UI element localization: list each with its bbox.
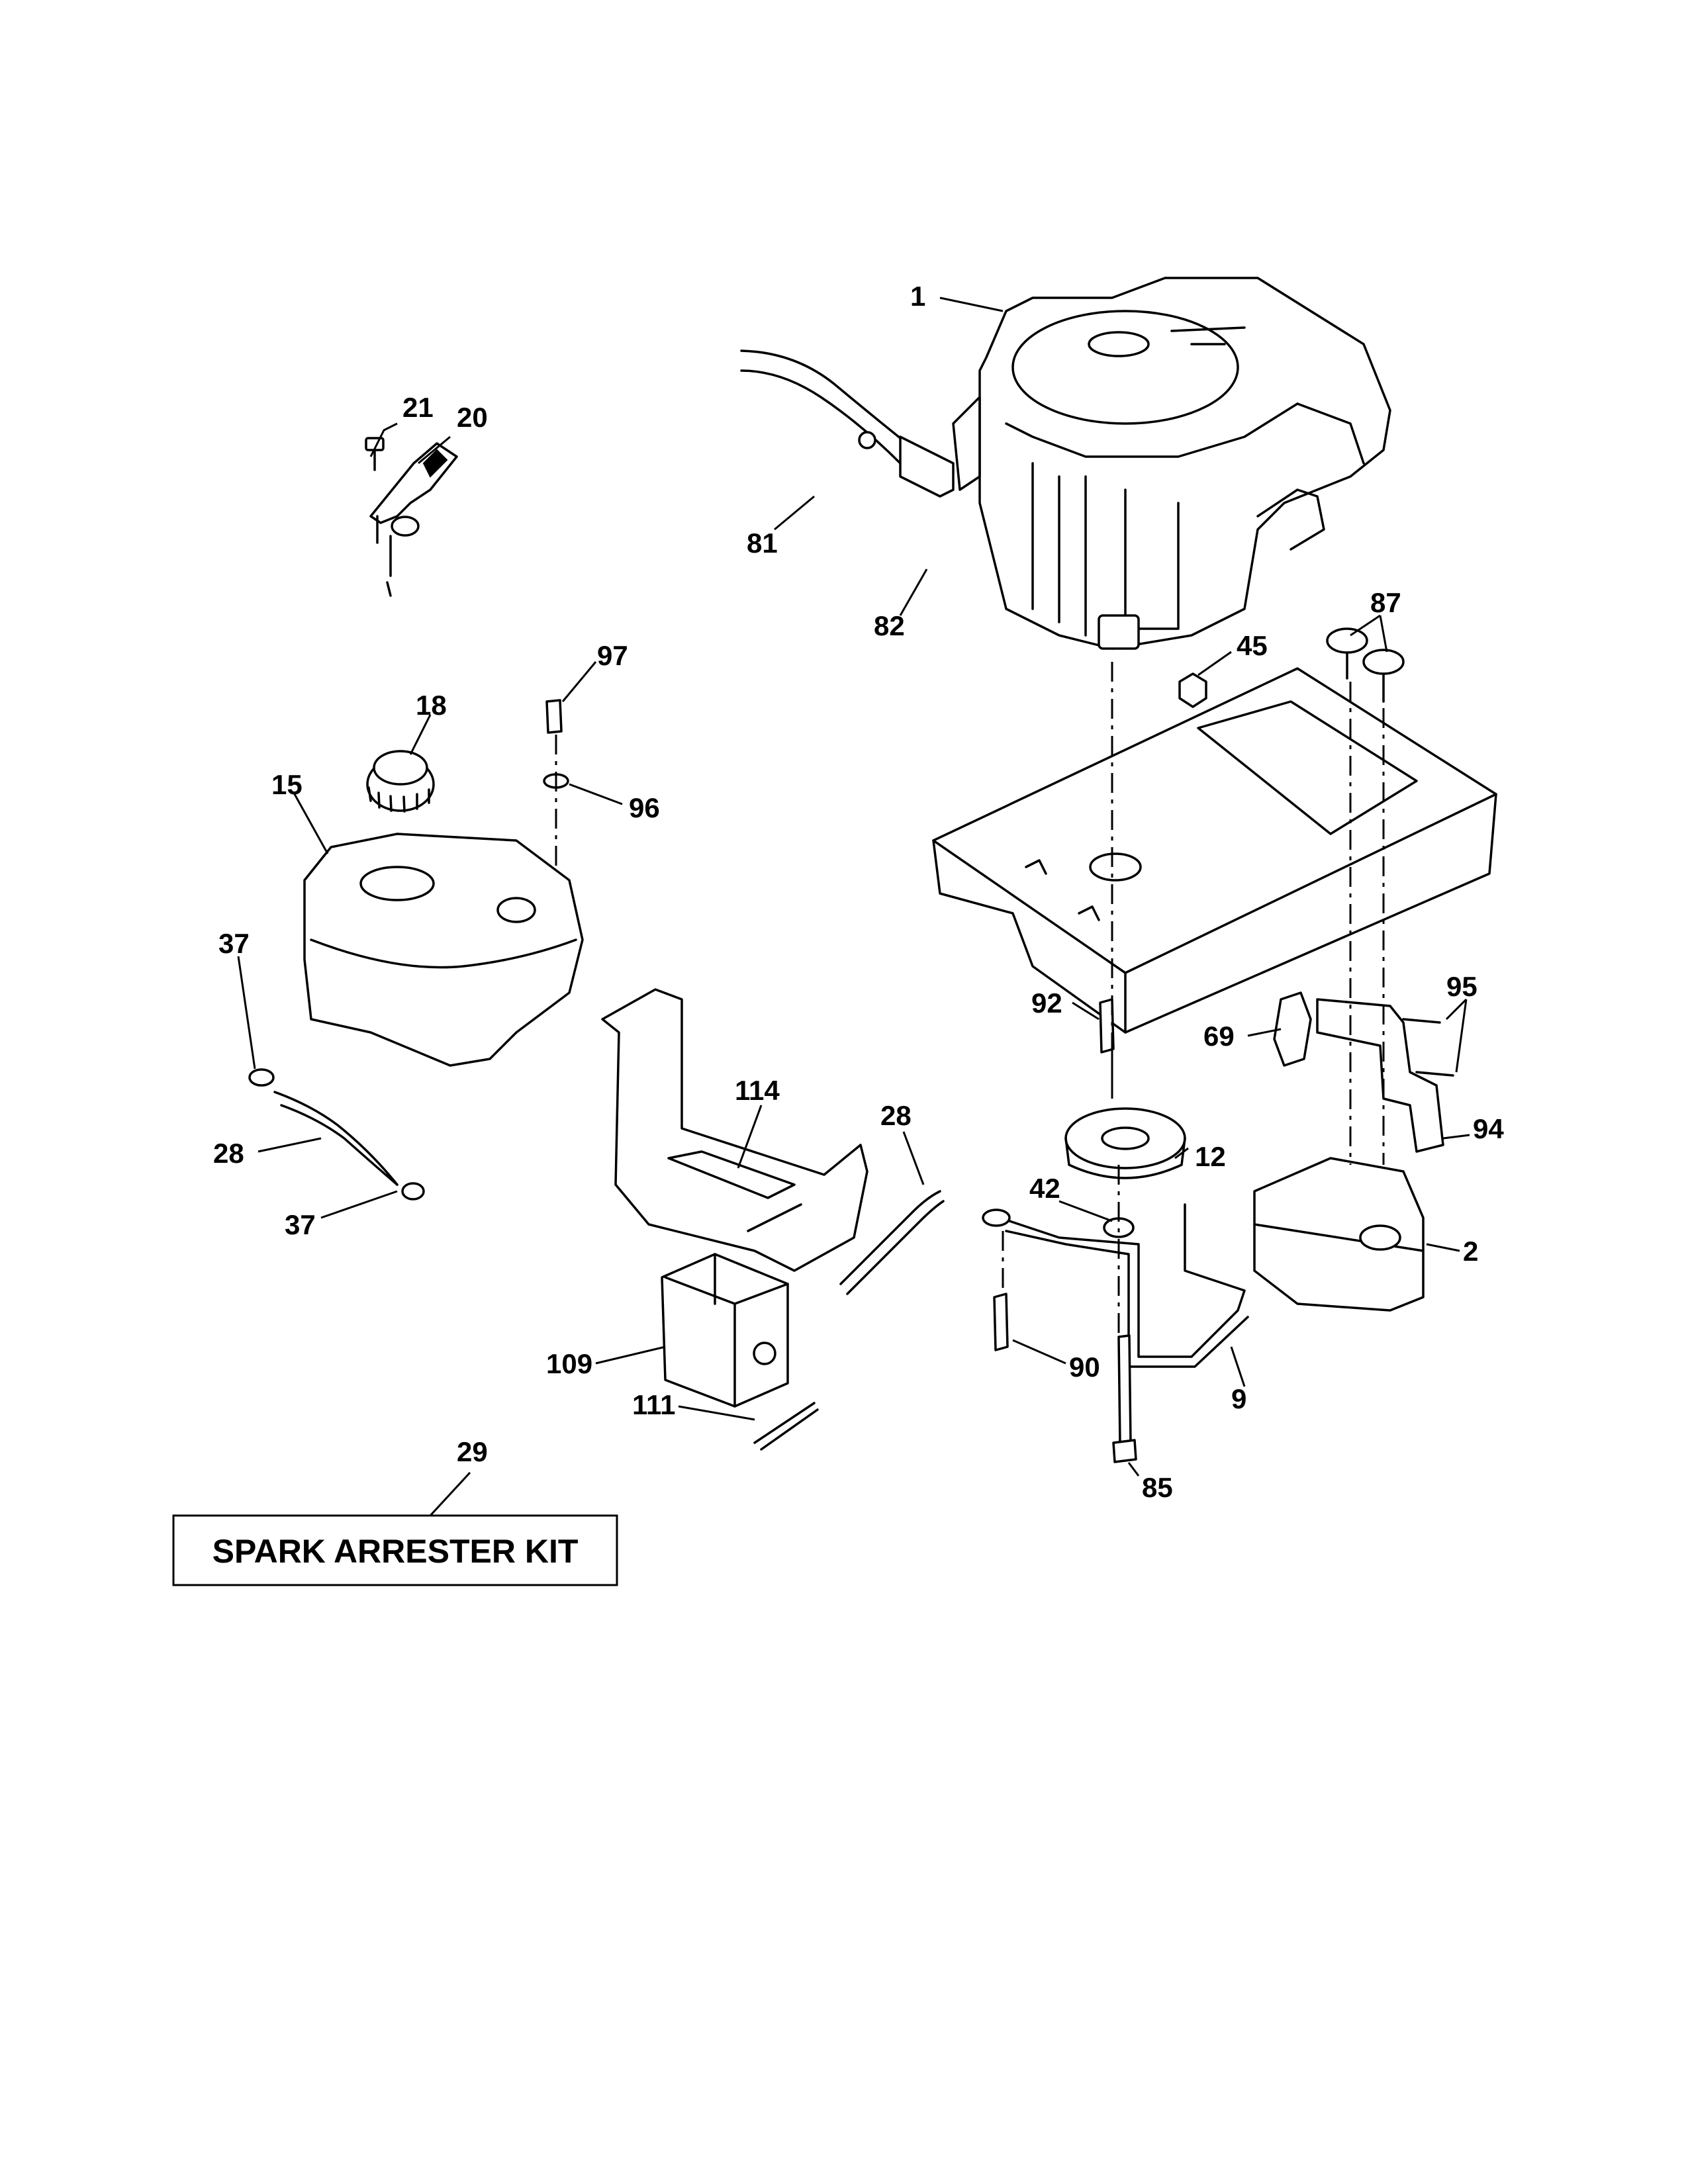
chassis-plate-part <box>932 667 1497 1034</box>
callout-12: 12 <box>1195 1141 1226 1172</box>
fuel-filter-part <box>899 435 955 498</box>
throttle-control-part <box>365 437 458 597</box>
fuel-line-part <box>273 1091 399 1186</box>
callout-87: 87 <box>1370 587 1401 618</box>
vent-hose-part <box>753 1402 819 1451</box>
callout-1: 1 <box>910 281 925 312</box>
callout-109: 109 <box>546 1348 592 1379</box>
callout-45: 45 <box>1237 630 1268 661</box>
callout-21: 21 <box>402 392 434 423</box>
hose-clamp-part <box>401 1182 425 1201</box>
fuel-line-part <box>839 1190 941 1285</box>
callout-114: 114 <box>735 1075 780 1106</box>
exhaust-bolt-part <box>1402 1018 1454 1077</box>
leader-lines <box>237 296 1470 1517</box>
pulley-part <box>1064 1107 1186 1179</box>
callout-82: 82 <box>874 610 905 641</box>
engine-part <box>952 277 1391 650</box>
callout-94: 94 <box>1473 1113 1504 1144</box>
fuel-tank-part <box>303 833 584 1067</box>
hose-clamp-part <box>248 1068 275 1087</box>
callout-92: 92 <box>1031 987 1062 1019</box>
callout-37-top: 37 <box>218 928 250 959</box>
callout-28-left: 28 <box>213 1138 244 1169</box>
spark-arrester-kit-box <box>172 1514 618 1586</box>
callout-9: 9 <box>1231 1383 1246 1414</box>
callout-15: 15 <box>271 769 303 800</box>
callout-42: 42 <box>1029 1173 1060 1204</box>
callout-18: 18 <box>416 690 447 721</box>
fuel-cap-part <box>366 750 435 813</box>
callout-97: 97 <box>597 640 628 671</box>
callout-2: 2 <box>1463 1236 1478 1267</box>
tank-bolt-part <box>545 699 563 734</box>
engine-bolt-part <box>1326 627 1405 703</box>
spark-arrester-kit-label: SPARK ARRESTER KIT <box>212 1533 579 1570</box>
callout-96: 96 <box>629 792 660 823</box>
mounting-bolt-part <box>1099 998 1115 1054</box>
callout-95: 95 <box>1446 971 1477 1002</box>
callout-28-right: 28 <box>880 1100 912 1131</box>
callout-85: 85 <box>1142 1472 1173 1503</box>
exhaust-gasket-part <box>1273 991 1312 1067</box>
fuel-line-part <box>740 349 908 465</box>
muffler-bracket-part <box>998 1203 1246 1358</box>
canister-bracket-part <box>601 988 868 1272</box>
muffler-part <box>1253 1157 1425 1312</box>
nut-part <box>1178 672 1207 708</box>
bolt-part <box>993 1293 1009 1351</box>
callout-29: 29 <box>457 1436 488 1467</box>
exhaust-pipe-part <box>1316 998 1444 1153</box>
callout-20: 20 <box>457 402 488 433</box>
callout-69: 69 <box>1203 1021 1235 1052</box>
callout-37-bottom: 37 <box>285 1209 316 1240</box>
callout-111: 111 <box>632 1389 675 1420</box>
long-bolt-part <box>1117 1334 1132 1445</box>
callout-81: 81 <box>747 527 778 559</box>
charcoal-canister-part <box>661 1253 789 1408</box>
callout-90: 90 <box>1069 1351 1100 1383</box>
